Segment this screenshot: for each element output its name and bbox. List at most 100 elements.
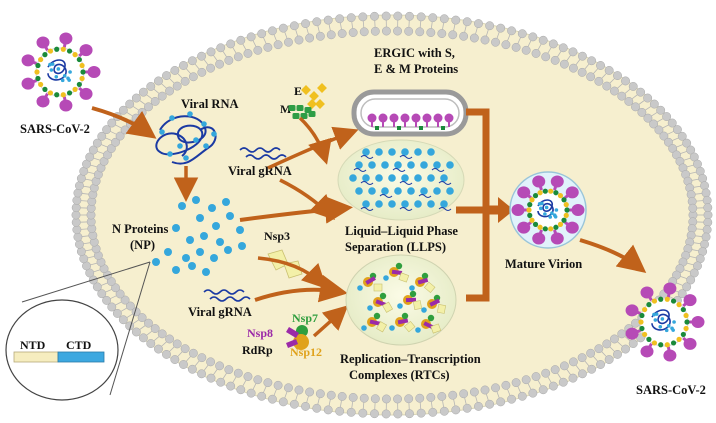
lipid-tail	[212, 54, 218, 62]
lipid-head	[448, 390, 458, 400]
llps-np-dot	[362, 148, 370, 156]
llps-np-dot	[407, 187, 415, 195]
lipid-head	[559, 361, 569, 371]
envelope-protein	[72, 86, 78, 92]
lipid-head	[348, 393, 358, 402]
lipid-head	[144, 318, 153, 328]
lipid-head	[102, 125, 112, 135]
llps-np-dot	[433, 161, 441, 169]
lipid-head	[243, 372, 253, 382]
lipid-tail	[430, 401, 433, 409]
n-protein-dot	[152, 258, 160, 266]
lipid-tail	[464, 397, 467, 405]
lipid-head	[416, 408, 426, 418]
lipid-head	[550, 365, 560, 375]
lipid-tail	[317, 397, 320, 405]
lipid-tail	[273, 388, 277, 396]
lipid-head	[115, 289, 125, 299]
n-protein-dot	[68, 70, 72, 74]
ergic-spike-head	[400, 113, 410, 123]
llps-np-dot	[401, 148, 409, 156]
lipid-head	[702, 195, 712, 205]
n-protein-dot	[188, 262, 196, 270]
envelope-protein	[658, 296, 664, 302]
rna-bound-np	[187, 111, 193, 117]
lipid-head	[72, 195, 82, 205]
envelope-protein	[670, 298, 677, 304]
llps-rna-strand	[438, 181, 452, 185]
lipid-head	[568, 63, 578, 73]
lipid-head	[370, 394, 380, 404]
lipid-head	[253, 45, 263, 55]
lipid-head	[233, 52, 243, 62]
lipid-tail	[83, 242, 91, 245]
m-protein-label: M	[280, 102, 291, 116]
spike-head	[565, 186, 579, 199]
lipid-head	[474, 19, 483, 29]
n-protein-dot	[62, 74, 67, 78]
lipid-head	[197, 353, 207, 363]
lipid-head	[165, 86, 175, 96]
lipid-head	[703, 203, 713, 213]
n-protein-dot	[658, 324, 663, 329]
envelope-protein	[548, 188, 554, 194]
rtc-nsp8	[391, 269, 403, 275]
lipid-head	[577, 369, 587, 379]
lipid-head	[701, 232, 711, 242]
lipid-head	[346, 407, 356, 417]
lipid-tail	[566, 54, 572, 62]
lipid-head	[226, 381, 236, 391]
lipid-tail	[547, 47, 552, 54]
e-protein-label: E	[294, 84, 302, 98]
spike-head	[663, 349, 677, 362]
llps-np-dot	[446, 187, 454, 195]
lipid-head	[689, 268, 699, 278]
lipid-head	[459, 389, 469, 399]
lipid-head	[596, 61, 605, 70]
lipid-head	[587, 56, 597, 66]
lipid-tail	[80, 228, 88, 230]
rna-bound-np	[169, 115, 175, 121]
ergic-spike-head	[411, 113, 421, 123]
n-protein-dot	[236, 226, 244, 234]
envelope-protein	[680, 306, 686, 313]
lipid-head	[448, 30, 458, 40]
lipid-head	[97, 131, 107, 141]
lipid-head	[393, 394, 403, 404]
lipid-tail	[566, 368, 572, 376]
lipid-head	[73, 188, 83, 198]
envelope-protein	[553, 190, 559, 196]
lipid-head	[165, 334, 175, 344]
lipid-tail	[351, 21, 354, 29]
lipid-head	[659, 131, 669, 141]
lipid-head	[179, 61, 188, 70]
llps-np-dot	[388, 174, 396, 182]
np-domain-zoom: NTD CTD	[5, 261, 151, 401]
rna-bound-np	[201, 121, 207, 127]
lipid-head	[517, 391, 527, 401]
lipid-head	[253, 375, 263, 385]
lipid-head	[215, 361, 225, 371]
lipid-head	[263, 378, 273, 388]
llps-rna-strand	[379, 194, 393, 198]
lipid-head	[206, 47, 216, 57]
envelope-protein	[561, 217, 567, 223]
lipid-head	[323, 405, 333, 415]
spike-head	[59, 32, 73, 45]
envelope-protein	[47, 48, 54, 54]
lipid-head	[71, 203, 81, 213]
spike-head	[683, 337, 697, 350]
spike-head	[517, 186, 531, 199]
lipid-head	[682, 138, 692, 148]
lipid-head	[617, 91, 627, 101]
lipid-head	[631, 318, 640, 328]
llps-rna-strand	[438, 207, 452, 211]
lipid-tail	[177, 73, 183, 79]
lipid-head	[415, 27, 425, 37]
lipid-head	[224, 365, 234, 375]
ergic-label-line1: ERGIC with S,	[374, 46, 455, 60]
lipid-head	[359, 27, 369, 37]
spike-head	[79, 44, 93, 57]
lipid-tail	[442, 400, 445, 408]
em-to-ergic-arrow	[298, 116, 332, 165]
